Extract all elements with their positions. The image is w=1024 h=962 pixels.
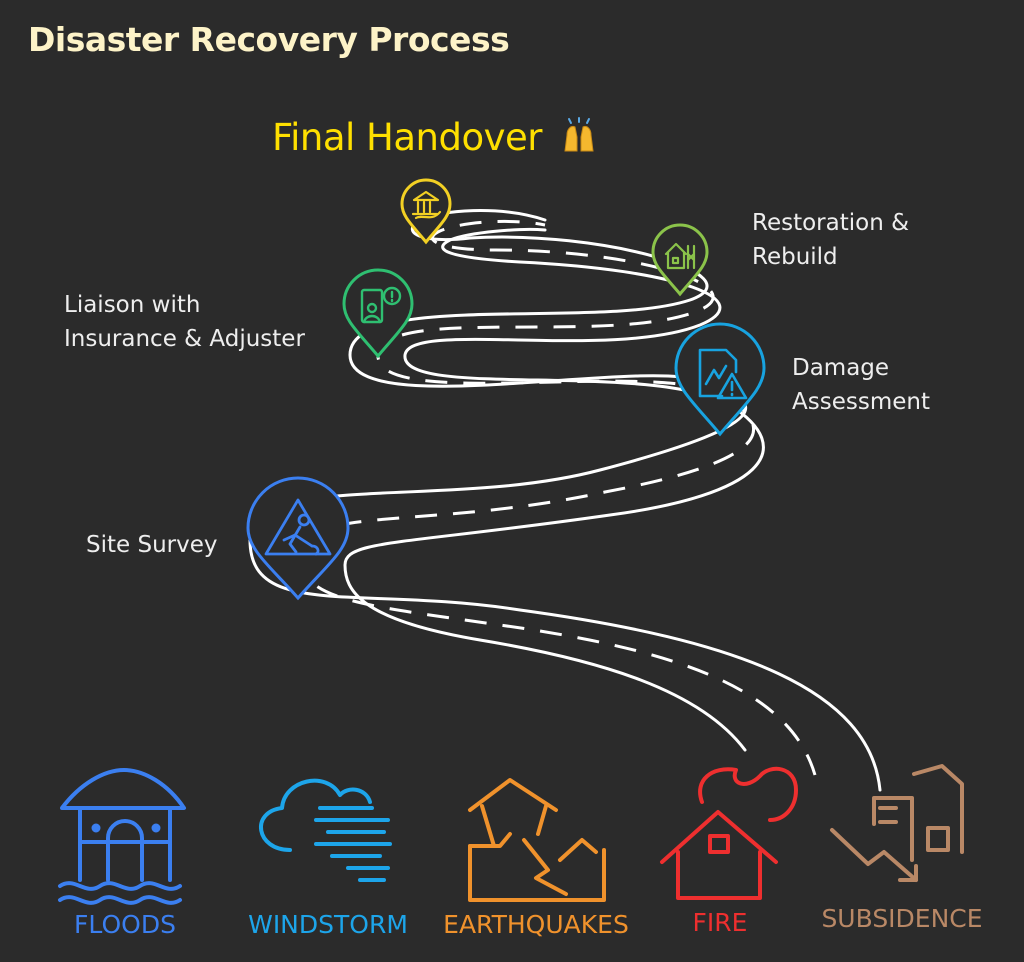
- bank-building-icon: [411, 190, 442, 220]
- pin-outline: [400, 178, 452, 245]
- marker-restoration[interactable]: [651, 223, 709, 297]
- hazard-label-windstorm: WINDSTORM: [248, 910, 408, 939]
- marker-insurance-liaison[interactable]: [342, 268, 414, 359]
- windstorm-cloud-icon: [258, 778, 392, 882]
- page-title: Disaster Recovery Process: [28, 20, 510, 59]
- step-label-line: Restoration &: [752, 210, 910, 236]
- marker-final-handover[interactable]: [400, 178, 452, 245]
- damage-report-icon: [698, 348, 748, 400]
- winding-road: [248, 209, 882, 792]
- step-label-line: Rebuild: [752, 244, 838, 270]
- step-label-line: Assessment: [792, 389, 930, 415]
- step-insurance-liaison: Liaison with Insurance & Adjuster: [64, 288, 305, 356]
- road-center-line: [298, 219, 817, 776]
- hazard-label-floods: FLOODS: [74, 910, 176, 939]
- hazard-label-fire: FIRE: [692, 908, 748, 937]
- step-site-survey: Site Survey: [86, 528, 217, 562]
- hazard-label-earthquakes: EARTHQUAKES: [443, 910, 629, 939]
- marker-damage-assessment[interactable]: [674, 322, 766, 437]
- step-label-line: Site Survey: [86, 532, 218, 558]
- house-rebuild-icon: [664, 242, 696, 270]
- final-handover-text: Final Handover: [272, 116, 542, 159]
- final-handover-label: Final Handover: [272, 116, 599, 162]
- marker-site-survey[interactable]: [246, 476, 350, 601]
- step-restoration: Restoration & Rebuild: [752, 206, 909, 274]
- hazard-label-subsidence: SUBSIDENCE: [821, 904, 983, 933]
- road-outer-edge: [248, 209, 882, 792]
- sinking-building-icon: [830, 764, 964, 882]
- step-label-line: Insurance & Adjuster: [64, 326, 305, 352]
- flooded-house-icon: [58, 768, 186, 905]
- step-label-line: Damage: [792, 355, 890, 381]
- road-work-icon: [264, 498, 332, 556]
- raising-hands-icon: [559, 117, 599, 162]
- cracked-house-icon: [468, 778, 606, 902]
- step-damage-assessment: Damage Assessment: [792, 351, 930, 419]
- insurance-agent-icon: [360, 286, 402, 324]
- pin-outline: [651, 223, 709, 297]
- pin-outline: [674, 322, 766, 437]
- road-inner-edge: [343, 228, 765, 752]
- step-label-line: Liaison with: [64, 292, 201, 318]
- burning-house-icon: [660, 766, 798, 900]
